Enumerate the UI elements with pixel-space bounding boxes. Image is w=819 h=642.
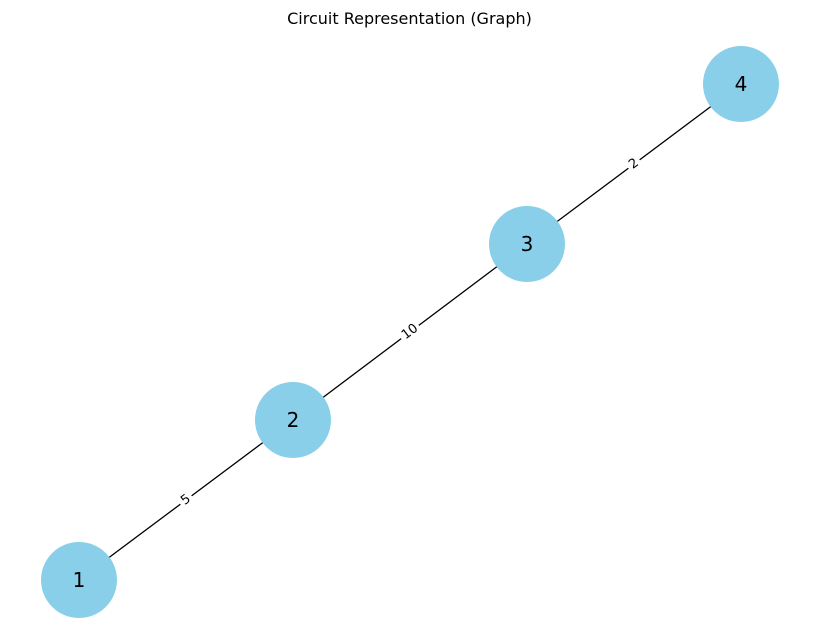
edge-label-background <box>396 318 424 346</box>
node-3 <box>489 206 565 282</box>
node-label: 3 <box>521 232 534 256</box>
node-label: 4 <box>735 72 748 96</box>
node-4 <box>703 46 779 122</box>
node-label: 1 <box>73 568 86 592</box>
node-2 <box>255 382 331 458</box>
node-layer: 1 2 3 4 <box>41 46 779 618</box>
node-1 <box>41 542 117 618</box>
node-label: 2 <box>287 408 300 432</box>
edge-label-background <box>175 489 197 511</box>
edge-label-background <box>623 153 645 175</box>
diagram-title: Circuit Representation (Graph) <box>287 9 532 28</box>
